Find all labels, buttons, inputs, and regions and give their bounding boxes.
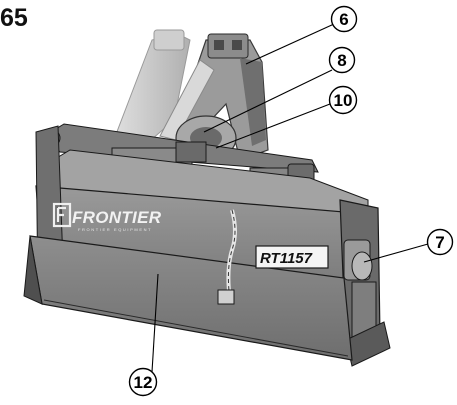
rear-shield-flap [23,235,353,361]
callout-12: 12 [128,367,158,397]
callout-7-label: 7 [435,233,444,252]
frontier-logo: FRONTIER FRONTIER EQUIPMENT [52,202,162,232]
callout-7: 7 [426,228,454,256]
model-decal: RT1157 [255,245,329,269]
callout-8-label: 8 [337,51,346,70]
page-number: 65 [0,4,28,32]
hitch-mast [109,29,269,161]
chain-detail [217,209,237,305]
callout-12-label: 12 [134,373,153,392]
callout-10: 10 [328,85,358,115]
callout-6-label: 6 [339,10,348,29]
callout-8: 8 [328,46,356,74]
brand-name: FRONTIER [72,208,162,227]
brand-subtitle: FRONTIER EQUIPMENT [78,227,152,232]
callout-10-label: 10 [334,91,353,110]
model-label: RT1157 [260,250,313,267]
callout-6: 6 [330,5,358,33]
leader-lines [151,23,429,373]
